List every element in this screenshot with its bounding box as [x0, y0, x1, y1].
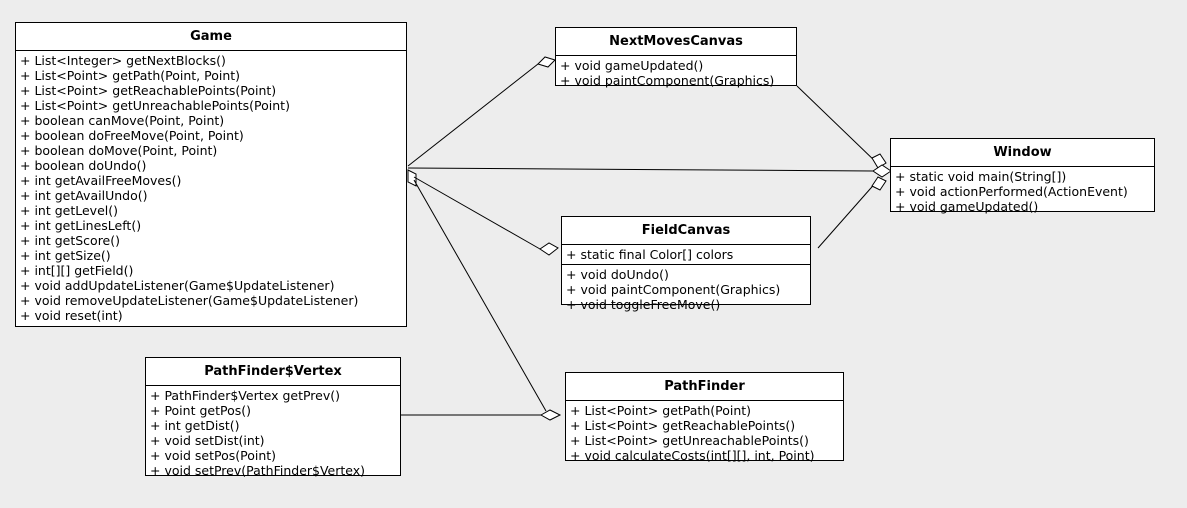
- diamond-game-lower: [407, 169, 417, 187]
- class-title-window: Window: [993, 145, 1052, 160]
- method-item: + List<Point> getReachablePoints(Point): [20, 83, 277, 98]
- method-item: + void calculateCosts(int[][], int, Poin…: [570, 448, 815, 463]
- diamond-window-main: [872, 164, 892, 178]
- method-item: + void paintComponent(Graphics): [560, 73, 775, 88]
- method-item: + void gameUpdated(): [560, 58, 704, 73]
- method-item: + List<Point> getUnreachablePoints(Point…: [20, 98, 290, 113]
- method-item: + List<Integer> getNextBlocks(): [20, 53, 226, 68]
- method-item: + PathFinder$Vertex getPrev(): [150, 388, 341, 403]
- diamond-nextmovescanvas: [537, 56, 556, 68]
- method-item: + static void main(String[]): [895, 169, 1067, 184]
- edge-game-window: [407, 167, 874, 172]
- method-item: + List<Point> getReachablePoints(): [570, 418, 796, 433]
- method-item: + int getDist(): [150, 418, 240, 433]
- class-title-fieldcanvas: FieldCanvas: [641, 223, 731, 238]
- method-item: + int[][] getField(): [20, 263, 134, 278]
- class-methods-window: + static void main(String[]) + void acti…: [891, 166, 1154, 216]
- class-box-fieldcanvas[interactable]: FieldCanvas + static final Color[] color…: [561, 216, 811, 312]
- method-item: + void gameUpdated(): [895, 199, 1039, 214]
- edge-game-nextmovescanvas: [407, 63, 539, 167]
- diamond-fieldcanvas: [539, 242, 559, 256]
- method-item: + List<Point> getUnreachablePoints(): [570, 433, 809, 448]
- method-item: + void actionPerformed(ActionEvent): [895, 184, 1128, 199]
- edge-game-pathfinder: [413, 179, 547, 412]
- class-title-game: Game: [190, 29, 232, 44]
- class-title-nextmovescanvas: NextMovesCanvas: [609, 34, 743, 49]
- class-title-pathfindervertex: PathFinder$Vertex: [204, 364, 342, 379]
- method-item: + void setPos(Point): [150, 448, 277, 463]
- method-item: + void setPrev(PathFinder$Vertex): [150, 463, 366, 478]
- class-title-pathfinder: PathFinder: [664, 379, 745, 394]
- class-box-pathfindervertex[interactable]: PathFinder$Vertex + PathFinder$Vertex ge…: [145, 357, 401, 478]
- method-item: + Point getPos(): [150, 403, 251, 418]
- method-item: + void setDist(int): [150, 433, 265, 448]
- method-item: + int getAvailUndo(): [20, 188, 148, 203]
- attribute-item: + static final Color[] colors: [566, 247, 734, 262]
- method-item: + void reset(int): [20, 308, 123, 323]
- method-item: + void addUpdateListener(Game$UpdateList…: [20, 278, 335, 293]
- class-box-pathfinder[interactable]: PathFinder + List<Point> getPath(Point) …: [565, 372, 844, 463]
- class-methods-fieldcanvas: + void doUndo() + void paintComponent(Gr…: [562, 264, 810, 314]
- edge-fieldcanvas-window: [817, 179, 879, 249]
- method-item: + void removeUpdateListener(Game$UpdateL…: [20, 293, 359, 308]
- method-item: + void doUndo(): [566, 267, 669, 282]
- method-item: + int getLevel(): [20, 203, 118, 218]
- diamond-window-bottom: [871, 176, 887, 191]
- method-item: + void paintComponent(Graphics): [566, 282, 781, 297]
- class-methods-pathfinder: + List<Point> getPath(Point) + List<Poin…: [566, 400, 843, 465]
- class-box-game[interactable]: Game + List<Integer> getNextBlocks() + L…: [15, 22, 407, 327]
- method-item: + List<Point> getPath(Point, Point): [20, 68, 241, 83]
- class-attributes-fieldcanvas: + static final Color[] colors: [562, 244, 810, 264]
- method-item: + boolean doMove(Point, Point): [20, 143, 218, 158]
- edge-nextmovescanvas-window: [796, 85, 879, 165]
- class-methods-nextmovescanvas: + void gameUpdated() + void paintCompone…: [556, 55, 796, 90]
- method-item: + boolean doUndo(): [20, 158, 147, 173]
- method-item: + int getSize(): [20, 248, 111, 263]
- diamond-pathfinder: [539, 409, 562, 421]
- class-box-nextmovescanvas[interactable]: NextMovesCanvas + void gameUpdated() + v…: [555, 27, 797, 88]
- method-item: + int getLinesLeft(): [20, 218, 142, 233]
- method-item: + int getAvailFreeMoves(): [20, 173, 182, 188]
- class-box-window[interactable]: Window + static void main(String[]) + vo…: [890, 138, 1155, 214]
- method-item: + int getScore(): [20, 233, 121, 248]
- class-methods-game: + List<Integer> getNextBlocks() + List<P…: [16, 50, 406, 325]
- diamond-window-top: [871, 153, 887, 169]
- method-item: + void toggleFreeMove(): [566, 297, 721, 312]
- method-item: + List<Point> getPath(Point): [570, 403, 752, 418]
- class-methods-pathfindervertex: + PathFinder$Vertex getPrev() + Point ge…: [146, 385, 400, 480]
- method-item: + boolean doFreeMove(Point, Point): [20, 128, 244, 143]
- method-item: + boolean canMove(Point, Point): [20, 113, 225, 128]
- edge-game-fieldcanvas: [413, 176, 541, 250]
